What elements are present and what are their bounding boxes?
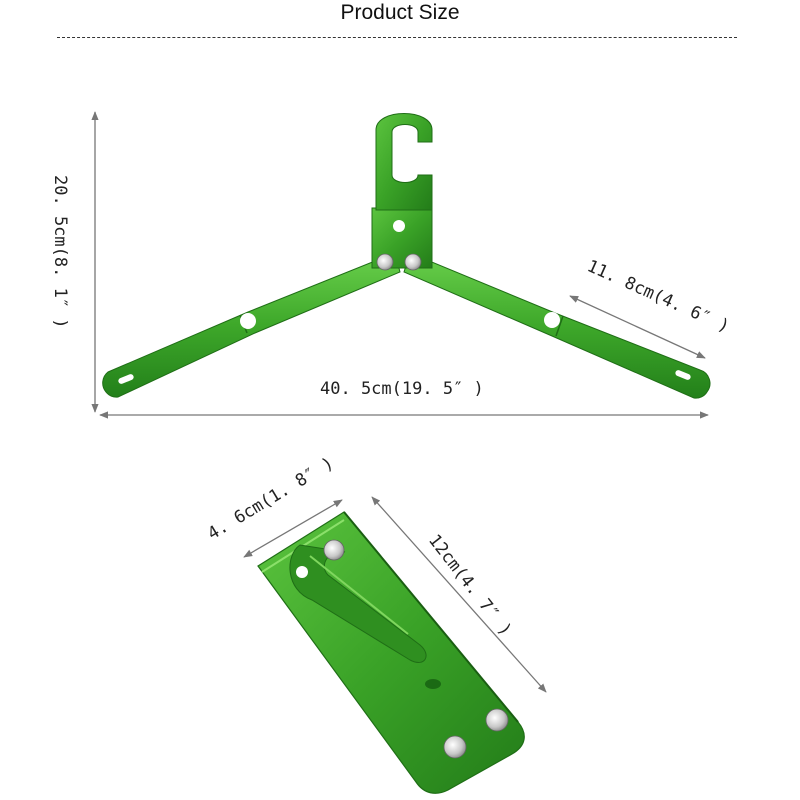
- hanger-hook: [375, 113, 433, 211]
- screw-icon: [323, 539, 345, 561]
- open-hanger-image: [102, 113, 711, 399]
- width-dimension-label: 40. 5cm(19. 5″ ): [320, 379, 484, 399]
- height-dimension-label: 20. 5cm(8. 1″ ): [50, 175, 70, 329]
- page-title: Product Size: [340, 1, 460, 24]
- folded-length-dimension-label: 12cm(4. 7″ ): [424, 531, 515, 640]
- dashed-divider: [57, 37, 737, 38]
- folded-width-dimension-arrow: [243, 499, 343, 558]
- screw-icon: [376, 253, 394, 271]
- screw-icon: [485, 708, 509, 732]
- folded-hanger-image: [257, 511, 525, 794]
- screw-icon: [443, 735, 467, 759]
- screw-icon: [404, 253, 422, 271]
- arm-dimension-arrow: [569, 295, 706, 359]
- folded-length-dimension-arrow: [371, 496, 547, 693]
- arm-dimension-label: 11. 8cm(4. 6″ ): [584, 256, 732, 337]
